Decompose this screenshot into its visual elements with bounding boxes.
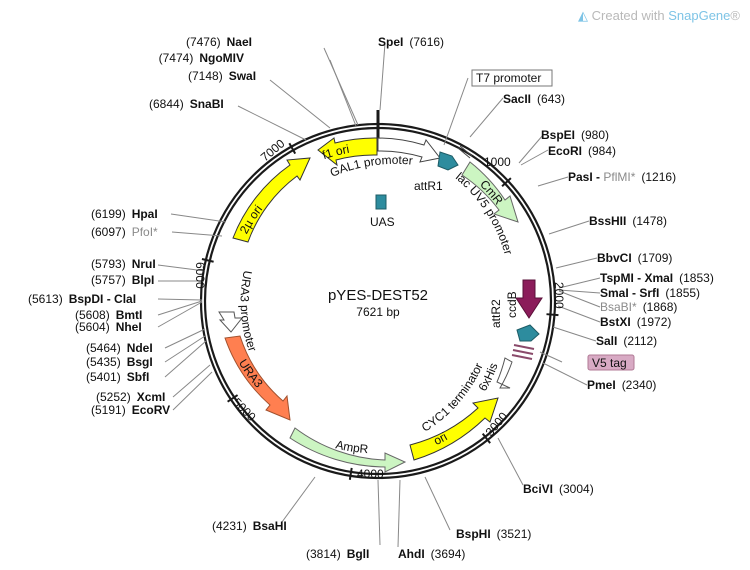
ori-label: ori (431, 429, 449, 447)
t7-promoter-callout: T7 promoter (471, 69, 553, 87)
tick-5000 (227, 394, 239, 403)
site-bgli[interactable]: (3814)BglI (306, 547, 369, 561)
attr2-label: attR2 (489, 299, 503, 328)
site-sacii[interactable]: SacII(643) (503, 92, 565, 106)
site-pasi-pflmi[interactable]: PasI - PflMI*(1216) (568, 170, 676, 184)
site-sali[interactable]: SalI(2112) (596, 334, 657, 348)
site-spei[interactable]: SpeI(7616) (378, 35, 444, 49)
site-blpi[interactable]: (5757)BlpI (91, 273, 154, 287)
tick-marks (201, 142, 559, 480)
watermark-prefix: Created with (591, 8, 669, 23)
site-swai[interactable]: (7148)SwaI (188, 69, 256, 83)
leader-lines (157, 42, 601, 548)
site-bsahi[interactable]: (4231)BsaHI (212, 519, 287, 533)
site-bspdi-clai[interactable]: (5613)BspDI - ClaI (28, 292, 136, 306)
svg-text:AmpR: AmpR (334, 437, 369, 456)
site-sbfi[interactable]: (5401)SbfI (86, 370, 149, 384)
cmr-arrow[interactable] (461, 161, 519, 223)
site-bbvci[interactable]: BbvCI(1709) (597, 251, 672, 265)
f1-ori-arrow[interactable] (317, 137, 378, 167)
snapgene-watermark: ◭ Created with SnapGene® (578, 8, 740, 24)
attr1-arrow[interactable] (437, 151, 459, 171)
site-bsshii[interactable]: BssHII(1478) (589, 214, 667, 228)
snapgene-logo-icon: ◭ (578, 8, 589, 23)
t7-promoter-mark (457, 145, 473, 159)
tick-label-1000: 1000 (484, 155, 511, 169)
site-pmei[interactable]: PmeI(2340) (587, 378, 656, 392)
watermark-brand: SnapGene (668, 8, 731, 23)
tick-label-7000: 7000 (258, 136, 288, 164)
tick-label-6000: 6000 (193, 262, 207, 289)
site-bsabi[interactable]: BsaBI*(1868) (600, 300, 677, 314)
site-ngomiv[interactable]: (7474)NgoMIV (159, 51, 244, 65)
uas-label: UAS (370, 215, 395, 229)
plasmid-size: 7621 bp (356, 305, 400, 319)
cyc1-terminator-box[interactable] (496, 357, 513, 389)
tick-label-5000: 5000 (230, 395, 259, 424)
tick-2000 (546, 313, 559, 317)
tick-4000 (348, 467, 353, 480)
site-ecori[interactable]: EcoRI(984) (548, 144, 616, 158)
ura3-arrow[interactable] (224, 335, 291, 421)
tick-3000 (481, 433, 491, 444)
tick-label-4000: 4000 (357, 467, 384, 481)
watermark-suffix: ® (730, 8, 740, 23)
ori-arrow[interactable] (409, 397, 499, 461)
v5-tag-label: V5 tag (592, 356, 627, 370)
ampr-arrow[interactable] (289, 427, 407, 473)
his-v5-stripes (511, 344, 535, 360)
site-bspei[interactable]: BspEI(980) (541, 128, 609, 142)
svg-text:ori: ori (431, 429, 449, 447)
v5-tag-callout: V5 tag (587, 354, 635, 371)
site-snabi[interactable]: (6844)SnaBI (149, 97, 224, 111)
plasmid-name: pYES-DEST52 (328, 287, 428, 304)
ura3-promoter-arrow[interactable] (218, 311, 244, 333)
site-bstxi[interactable]: BstXI(1972) (600, 315, 671, 329)
tick-6000 (201, 257, 214, 263)
site-xcmi[interactable]: (5252)XcmI (96, 390, 165, 404)
tick-label-2000: 2000 (552, 282, 566, 309)
ccdb-label: ccdB (505, 291, 519, 318)
site-nrui[interactable]: (5793)NruI (91, 257, 156, 271)
tick-1000 (501, 177, 512, 187)
site-bsphi[interactable]: BspHI(3521) (456, 527, 531, 541)
f1-ori-label: f1 ori (320, 142, 350, 162)
site-pfoi[interactable]: (6097)PfoI* (91, 225, 158, 239)
site-bmti[interactable]: (5608)BmtI (75, 308, 142, 322)
attr1-label: attR1 (414, 179, 443, 193)
ampr-label: AmpR (334, 437, 369, 456)
site-bsgi[interactable]: (5435)BsgI (86, 355, 153, 369)
site-ndei[interactable]: (5464)NdeI (86, 341, 153, 355)
site-nhei[interactable]: (5604)NheI (75, 320, 142, 334)
site-hpai[interactable]: (6199)HpaI (91, 207, 158, 221)
t7-promoter-label: T7 promoter (476, 71, 541, 85)
site-bcivi[interactable]: BciVI(3004) (523, 482, 594, 496)
svg-text:f1 ori: f1 ori (320, 142, 350, 162)
attr2-arrow[interactable] (516, 324, 540, 342)
uas-box[interactable] (375, 194, 387, 210)
site-tspmi-xmai[interactable]: TspMI - XmaI(1853) (600, 271, 714, 285)
site-nae1[interactable]: (7476)NaeI (186, 35, 252, 49)
tick-7000 (288, 142, 297, 155)
site-ahdi[interactable]: AhdI(3694) (398, 547, 465, 561)
site-ecorv[interactable]: (5191)EcoRV (91, 403, 170, 417)
site-smai-srfi[interactable]: SmaI - SrfI(1855) (600, 286, 700, 300)
two-micron-ori-arrow[interactable] (232, 157, 311, 243)
gal1-promoter-arrow[interactable] (377, 137, 441, 163)
ccdb-arrow[interactable] (515, 279, 543, 319)
